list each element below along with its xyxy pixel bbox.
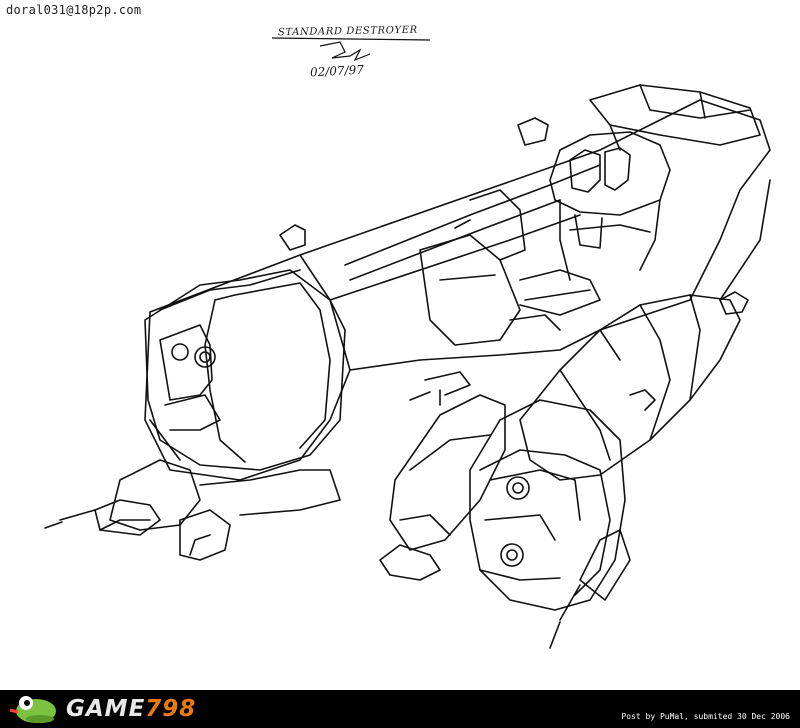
sheet-date: 02/07/97 [309, 62, 365, 80]
game798-logo[interactable]: GAME798 [0, 690, 240, 728]
post-credit: Post by PuMal, submited 30 Dec 2006 [621, 712, 790, 721]
logo-text: GAME798 [66, 696, 196, 722]
footer-bar: GAME798 Post by PuMal, submited 30 Dec 2… [0, 690, 800, 728]
destroyer-sketch [44, 84, 771, 649]
title-block: STANDARD DESTROYER 02/07/97 [270, 24, 440, 94]
title-underline [271, 37, 431, 62]
logo-prefix: GAME [66, 696, 146, 722]
logo-number: 798 [145, 696, 197, 722]
watermark-email: doral031@18p2p.com [6, 3, 142, 17]
frog-mascot-icon [9, 696, 56, 723]
